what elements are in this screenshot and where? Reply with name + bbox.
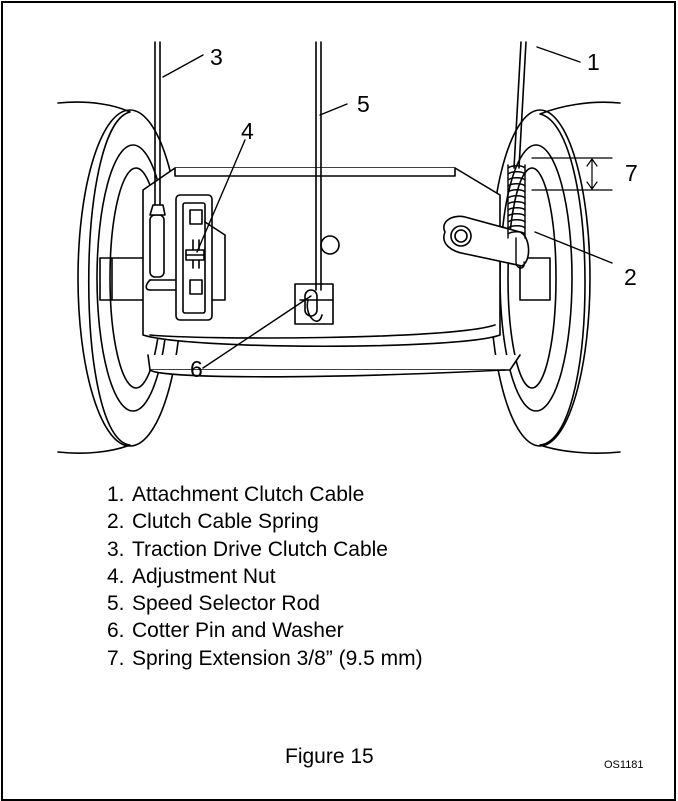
bracket-assembly xyxy=(145,194,226,321)
legend-item: 6.Cotter Pin and Washer xyxy=(107,619,344,643)
leader-lines xyxy=(162,46,613,369)
callout-4: 4 xyxy=(241,118,254,144)
clutch-spring xyxy=(507,164,526,269)
right-wheel xyxy=(489,101,621,454)
dimension-marker xyxy=(531,157,613,191)
legend-item: 5.Speed Selector Rod xyxy=(107,592,320,616)
callout-3: 3 xyxy=(210,44,223,70)
legend-item: 1.Attachment Clutch Cable xyxy=(107,483,365,506)
legend-item: 4.Adjustment Nut xyxy=(107,564,276,588)
callout-7: 7 xyxy=(625,160,638,186)
callout-6: 6 xyxy=(190,356,203,382)
legend-item: 7.Spring Extension 3/8” (9.5 mm) xyxy=(107,646,423,670)
legend-item: 3.Traction Drive Clutch Cable xyxy=(107,537,388,561)
center-bracket xyxy=(294,283,334,325)
cables xyxy=(154,41,527,291)
parts-legend: 1.Attachment Clutch Cable 2.Clutch Cable… xyxy=(107,481,423,672)
callout-1: 1 xyxy=(587,49,600,75)
callout-5: 5 xyxy=(357,91,370,117)
figure-title: Figure 15 xyxy=(285,745,374,768)
mower-drive-illustration xyxy=(57,41,621,454)
legend-item: 2.Clutch Cable Spring xyxy=(107,510,319,534)
figure-code: OS1181 xyxy=(604,759,644,771)
callout-2: 2 xyxy=(624,264,637,290)
